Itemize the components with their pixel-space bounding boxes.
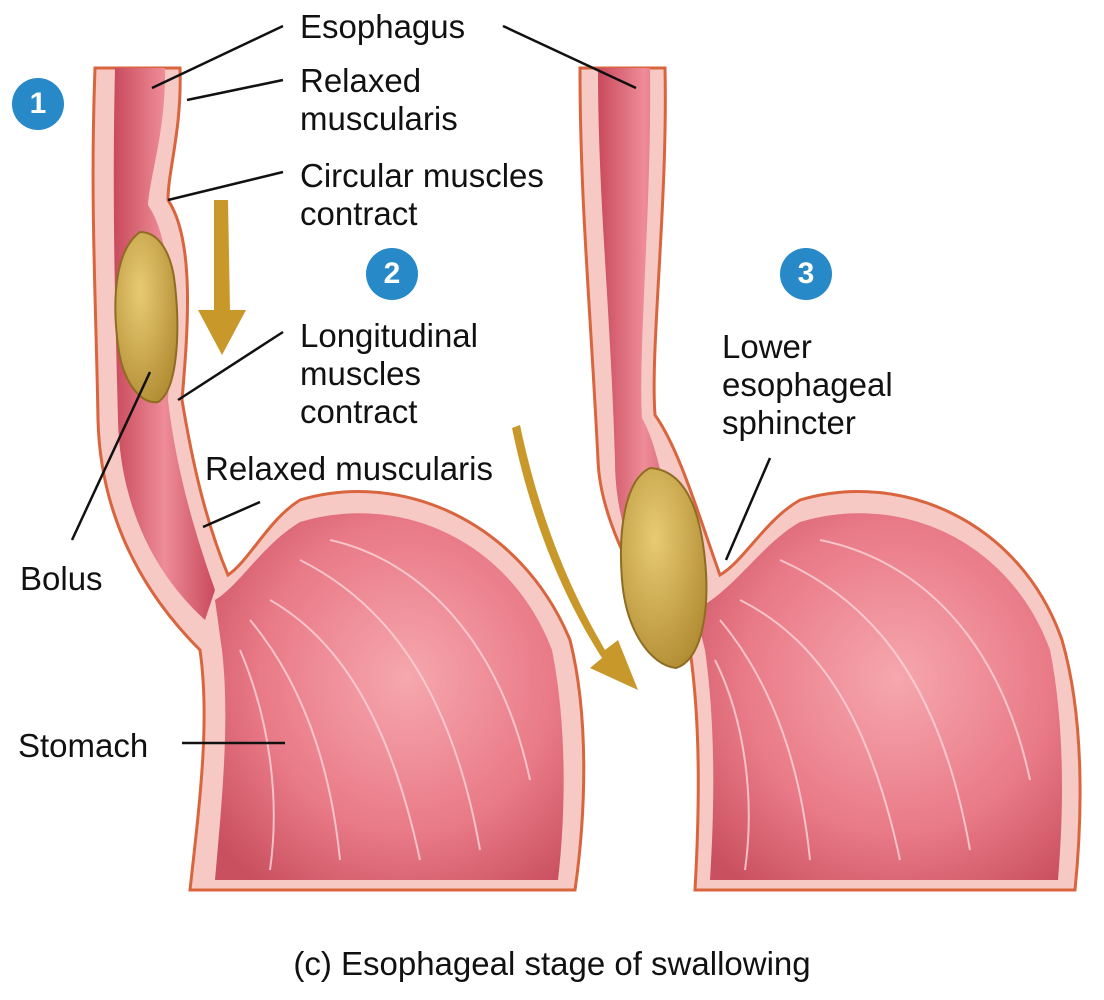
left-stomach-lumen: [215, 513, 564, 880]
label-longitudinal-muscles: Longitudinal muscles contract: [300, 317, 478, 430]
right-bolus: [619, 466, 708, 670]
label-bolus: Bolus: [20, 560, 103, 597]
left-down-arrow: [198, 200, 246, 355]
panel-right: [578, 66, 1082, 892]
label-relaxed-muscularis-lower: Relaxed muscularis: [205, 450, 493, 487]
step-badge-2: 2: [366, 248, 418, 300]
leader-longitudinal-muscles: [177, 330, 284, 402]
transition-arrow: [512, 425, 638, 690]
leader-relaxed-muscularis-top: [186, 78, 284, 102]
leader-sphincter: [724, 457, 772, 561]
figure-caption: (c) Esophageal stage of swallowing: [293, 945, 811, 982]
right-stomach-lumen: [695, 513, 1062, 880]
label-lower-sphincter: Lower esophageal sphincter: [722, 328, 893, 441]
label-esophagus: Esophagus: [300, 8, 466, 45]
label-circular-muscles: Circular muscles contract: [300, 157, 544, 232]
left-bolus: [114, 230, 179, 404]
right-stomach-folds: [714, 539, 1031, 871]
left-stomach-folds: [239, 539, 531, 871]
leader-esophagus-left: [151, 24, 284, 90]
leader-bolus: [70, 371, 152, 541]
right-esophagus-lumen: [598, 68, 690, 625]
leader-circular-muscles: [167, 170, 284, 202]
leader-relaxed-muscularis-lower: [202, 500, 261, 529]
label-relaxed-muscularis-top: Relaxed muscularis: [300, 62, 458, 137]
leader-lines: [70, 24, 772, 745]
panel-left: [91, 66, 586, 892]
leader-esophagus-right: [502, 24, 637, 90]
label-stomach: Stomach: [18, 727, 149, 764]
step-badge-3: 3: [780, 248, 832, 300]
step-badge-1: 1: [12, 78, 64, 130]
